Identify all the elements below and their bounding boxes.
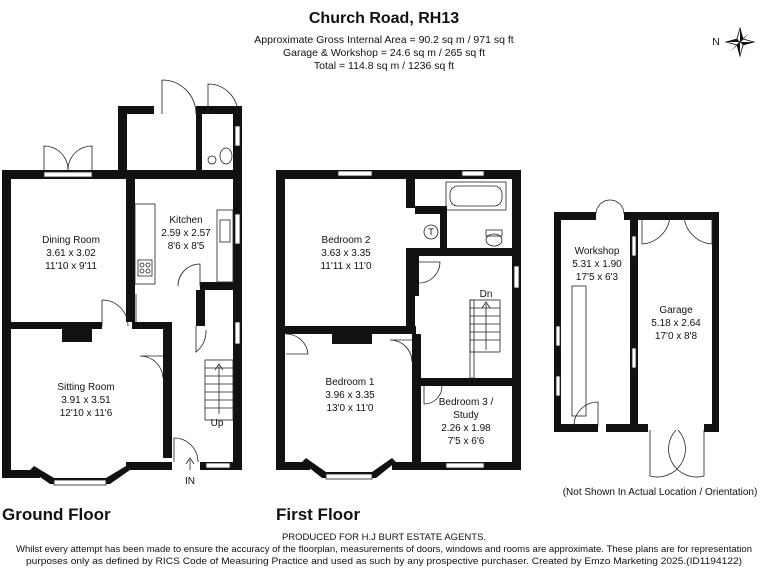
stairs-up-label: Up [211, 418, 224, 429]
entrance-label: IN [185, 476, 195, 487]
stairs-down-label: Dn [480, 289, 493, 300]
first-floor-label: First Floor [276, 505, 360, 524]
room-metric: 2.59 x 2.57 [161, 228, 211, 239]
room-kitchen: Kitchen 2.59 x 2.57 8'6 x 8'5 [161, 215, 211, 252]
total-area-text: Total = 114.8 sq m / 1236 sq ft [314, 60, 454, 72]
room-name: Workshop [575, 246, 620, 257]
room-metric: 3.63 x 3.35 [321, 248, 371, 259]
room-workshop: Workshop 5.31 x 1.90 17'5 x 6'3 [572, 246, 622, 283]
garage-area-text: Garage & Workshop = 24.6 sq m / 265 sq f… [283, 47, 485, 59]
room-imperial: 8'6 x 8'5 [168, 241, 205, 252]
room-bedroom-2: Bedroom 2 3.63 x 3.35 11'11 x 11'0 [320, 235, 372, 272]
gross-area-text: Approximate Gross Internal Area = 90.2 s… [254, 34, 514, 46]
disclaimer-line-1: Whilst every attempt has been made to en… [16, 544, 752, 555]
room-imperial: 11'10 x 9'11 [45, 261, 97, 272]
outbuildings-note: (Not Shown In Actual Location / Orientat… [563, 487, 758, 498]
outbuildings-plan [554, 199, 719, 478]
room-name: Bedroom 2 [322, 235, 371, 246]
room-metric: 3.61 x 3.02 [46, 248, 96, 259]
produced-for-text: PRODUCED FOR H.J BURT ESTATE AGENTS. [282, 532, 486, 543]
room-imperial: 17'5 x 6'3 [576, 272, 619, 283]
room-imperial: 13'0 x 11'0 [326, 403, 373, 414]
room-metric: 2.26 x 1.98 [441, 423, 491, 434]
compass-north-label: N [712, 36, 720, 48]
first-floor-plan [276, 170, 521, 480]
room-name: Bedroom 1 [326, 377, 375, 388]
room-name: Sitting Room [57, 382, 114, 393]
page-title: Church Road, RH13 [309, 10, 459, 27]
room-bedroom-3-study: Bedroom 3 / Study 2.26 x 1.98 7'5 x 6'6 [439, 397, 494, 447]
compass-rose-icon [724, 26, 756, 58]
ground-floor-plan [2, 79, 242, 486]
room-sitting-room: Sitting Room 3.91 x 3.51 12'10 x 11'6 [57, 382, 114, 419]
room-metric: 5.31 x 1.90 [572, 259, 622, 270]
room-bedroom-1: Bedroom 1 3.96 x 3.35 13'0 x 11'0 [325, 377, 375, 414]
room-garage: Garage 5.18 x 2.64 17'0 x 8'8 [651, 305, 701, 342]
room-name-2: Study [453, 410, 479, 421]
room-name: Kitchen [169, 215, 202, 226]
ground-floor-label: Ground Floor [2, 505, 111, 524]
room-name: Garage [659, 305, 693, 316]
room-imperial: 17'0 x 8'8 [655, 331, 698, 342]
room-metric: 5.18 x 2.64 [651, 318, 701, 329]
room-dining-room: Dining Room 3.61 x 3.02 11'10 x 9'11 [42, 235, 100, 272]
disclaimer-line-2: purposes only as defined by RICS Code of… [26, 556, 742, 567]
room-imperial: 12'10 x 11'6 [60, 408, 113, 419]
cylinder-label: T [428, 227, 434, 238]
room-imperial: 7'5 x 6'6 [448, 436, 485, 447]
room-imperial: 11'11 x 11'0 [320, 261, 372, 272]
room-metric: 3.91 x 3.51 [61, 395, 111, 406]
room-metric: 3.96 x 3.35 [325, 390, 375, 401]
room-name: Bedroom 3 / [439, 397, 494, 408]
room-name: Dining Room [42, 235, 100, 246]
